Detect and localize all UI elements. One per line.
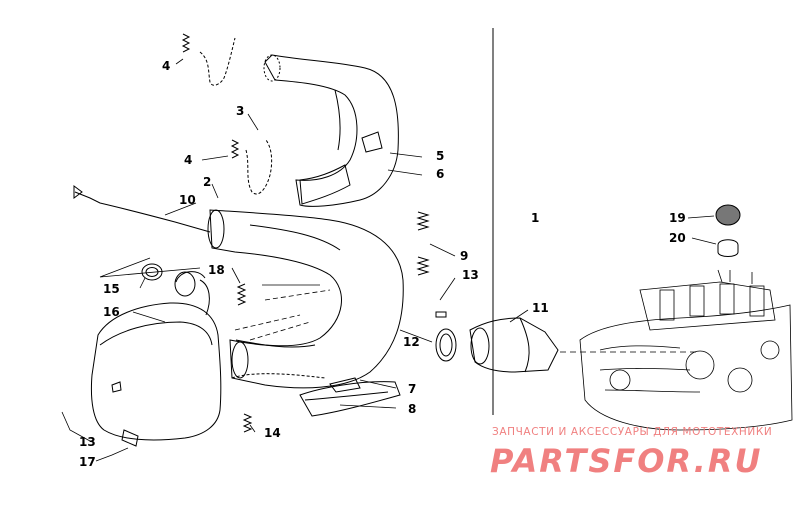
callout-4-mid: 4 — [184, 153, 192, 167]
callout-14: 14 — [264, 426, 281, 440]
seal-20 — [717, 239, 739, 257]
muffler — [90, 271, 222, 447]
chain-3-lower — [245, 139, 273, 195]
spring-18 — [236, 283, 247, 306]
callout-10: 10 — [179, 193, 196, 207]
callout-5: 5 — [436, 149, 444, 163]
callout-9: 9 — [460, 249, 468, 263]
spring-4-mid — [230, 139, 240, 159]
callout-3: 3 — [236, 104, 244, 118]
callout-13-left: 13 — [79, 435, 96, 449]
callout-13-right: 13 — [462, 268, 479, 282]
chain-3-upper — [199, 37, 236, 86]
callout-20: 20 — [669, 231, 686, 245]
exhaust-pipe-upper — [207, 209, 404, 389]
filler-cap-19 — [715, 204, 741, 226]
callout-4-top: 4 — [162, 59, 170, 73]
engine-assembly — [579, 269, 793, 431]
heat-shield-lower — [299, 377, 401, 417]
ring-15 — [141, 263, 163, 281]
heat-shield-upper — [263, 54, 399, 207]
watermark-logo: PARTSFOR.RU — [490, 442, 763, 480]
watermark-tagline: ЗАПЧАСТИ И АКСЕССУАРЫ ДЛЯ МОТОТЕХНИКИ — [492, 426, 773, 438]
callout-11: 11 — [532, 301, 549, 315]
callout-19: 19 — [669, 211, 686, 225]
spring-4-top — [181, 33, 191, 53]
spring-9 — [416, 211, 430, 276]
callout-18: 18 — [208, 263, 225, 277]
flange-gasket-12 — [435, 328, 457, 362]
bolt-13-right — [435, 311, 447, 318]
spring-14 — [242, 413, 253, 433]
sensor-wire-10 — [74, 191, 211, 233]
callout-17: 17 — [79, 455, 96, 469]
callout-16: 16 — [103, 305, 120, 319]
callout-2: 2 — [203, 175, 211, 189]
callout-15: 15 — [103, 282, 120, 296]
callout-7: 7 — [408, 382, 416, 396]
exhaust-manifold-11 — [469, 317, 559, 373]
callout-6: 6 — [436, 167, 444, 181]
callout-12: 12 — [403, 335, 420, 349]
callout-1: 1 — [531, 211, 539, 225]
callout-8: 8 — [408, 402, 416, 416]
